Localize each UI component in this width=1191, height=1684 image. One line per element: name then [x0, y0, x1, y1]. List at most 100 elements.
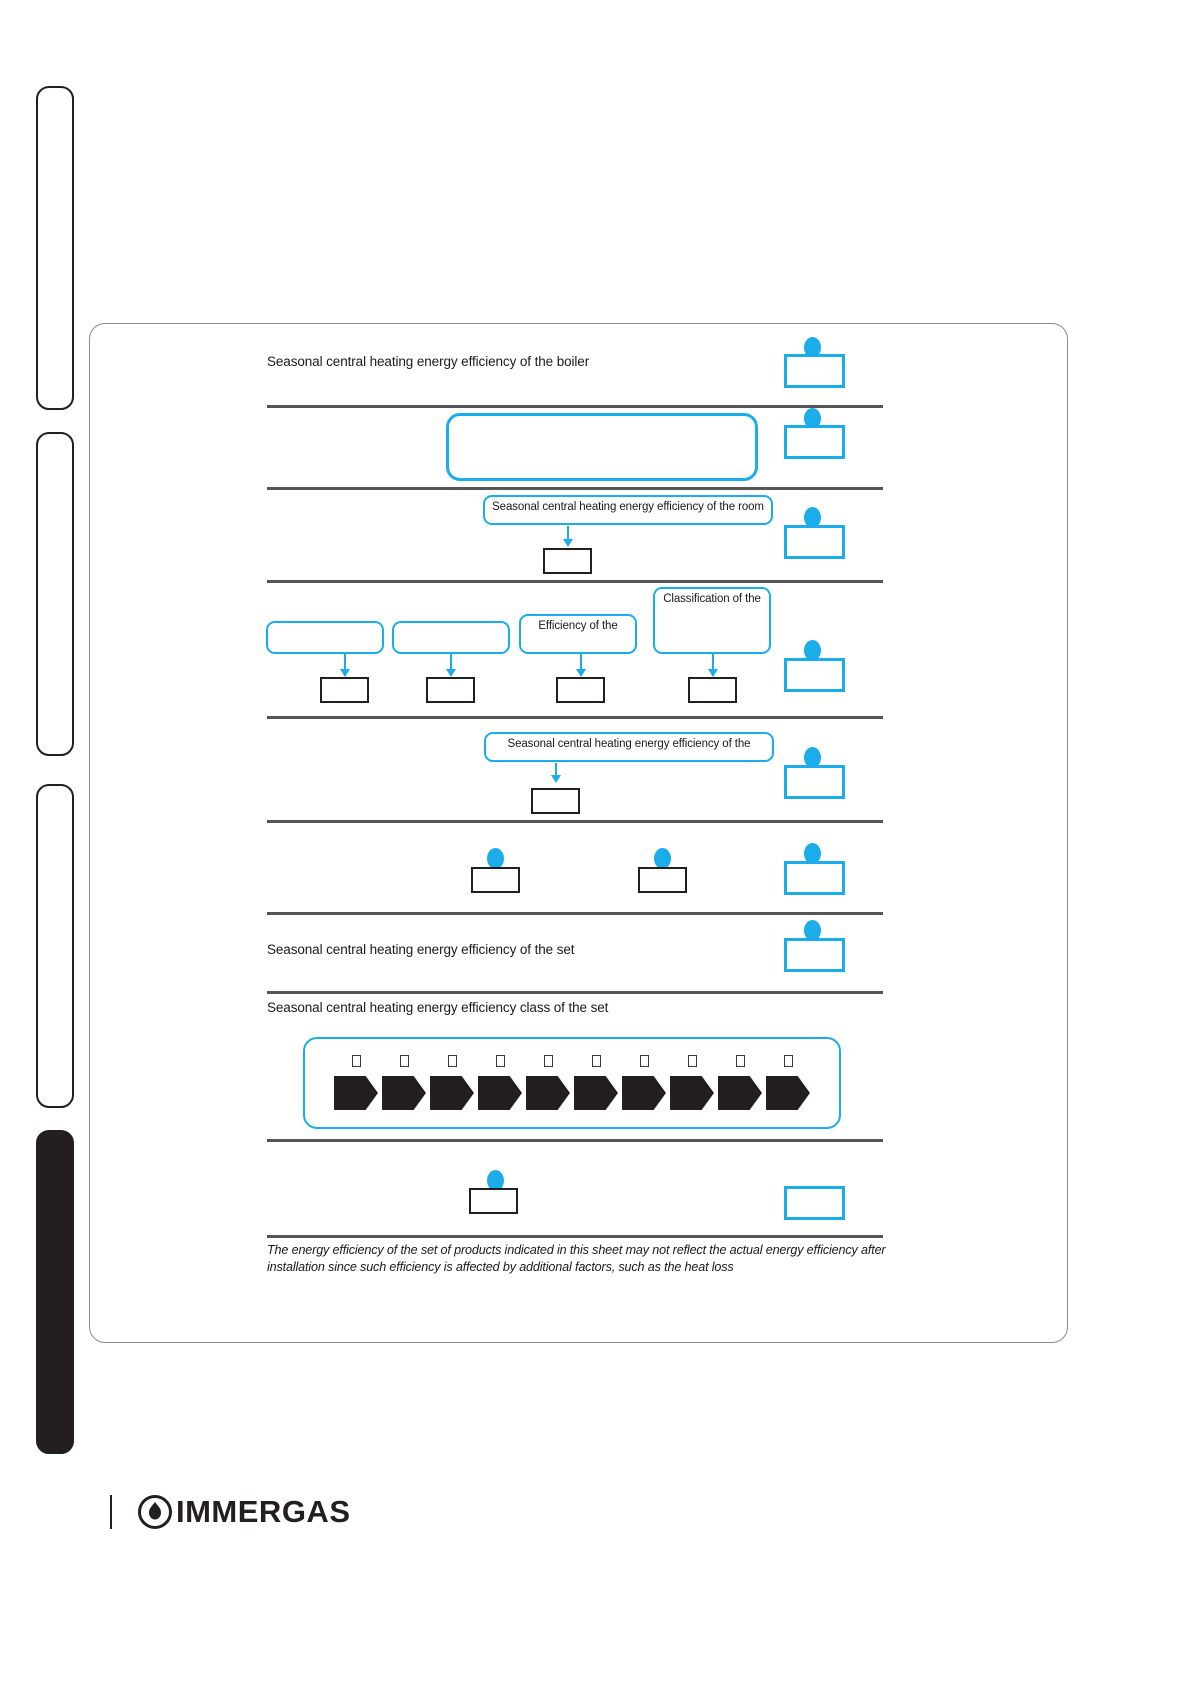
blue-dot-marker-row9 [487, 1170, 504, 1191]
connector-arrow-factor-2 [446, 654, 456, 677]
separator-rule-7 [267, 991, 883, 994]
energy-class-arrow-row [305, 1055, 839, 1110]
value-box-factor-1[interactable] [320, 677, 369, 703]
blue-dot-marker-row1 [804, 337, 821, 358]
blue-dot-marker-row4 [804, 640, 821, 661]
blue-dot-marker-row2 [804, 408, 821, 429]
energy-class-item[interactable] [380, 1055, 428, 1110]
footer-divider [110, 1495, 112, 1529]
energy-class-arrow-icon [478, 1076, 522, 1110]
energy-class-letter-placeholder-icon [783, 1055, 793, 1067]
callout-factor-4-classification[interactable]: Classification of the [653, 587, 771, 654]
separator-rule-5 [267, 820, 883, 823]
connector-arrow-factor-4 [708, 654, 718, 677]
connector-arrow-set [551, 763, 561, 783]
immergas-logo: IMMERGAS [138, 1494, 351, 1530]
energy-class-letter-placeholder-icon [735, 1055, 745, 1067]
value-box-blue-row2[interactable] [784, 425, 845, 459]
row-label-set-efficiency-class: Seasonal central heating energy efficien… [267, 1000, 609, 1015]
energy-class-arrow-icon [622, 1076, 666, 1110]
value-box-factor-3[interactable] [556, 677, 605, 703]
energy-class-item[interactable] [620, 1055, 668, 1110]
energy-class-letter-placeholder-icon [495, 1055, 505, 1067]
energy-class-letter-placeholder-icon [687, 1055, 697, 1067]
callout-set-seasonal-efficiency[interactable]: Seasonal central heating energy efficien… [484, 732, 774, 762]
blue-dot-marker-row5 [804, 747, 821, 768]
separator-rule-9 [267, 1235, 883, 1238]
value-box-factor-2[interactable] [426, 677, 475, 703]
immergas-wordmark: IMMERGAS [176, 1494, 351, 1529]
energy-class-item[interactable] [716, 1055, 764, 1110]
value-box-blue-row7[interactable] [784, 938, 845, 972]
energy-class-arrow-icon [718, 1076, 762, 1110]
row-label-boiler-seasonal-efficiency: Seasonal central heating energy efficien… [267, 354, 590, 369]
blue-dot-marker-row6-a [487, 848, 504, 869]
value-box-set-efficiency[interactable] [531, 788, 580, 814]
energy-class-item[interactable] [476, 1055, 524, 1110]
energy-class-item[interactable] [428, 1055, 476, 1110]
margin-tab-3 [36, 784, 74, 1108]
margin-tab-1 [36, 86, 74, 410]
separator-rule-3 [267, 580, 883, 583]
value-box-blue-row3[interactable] [784, 525, 845, 559]
separator-rule-1 [267, 405, 883, 408]
callout-set-seasonal-efficiency-text: Seasonal central heating energy efficien… [507, 738, 751, 750]
energy-class-letter-placeholder-icon [591, 1055, 601, 1067]
value-box-blue-row9[interactable] [784, 1186, 845, 1220]
row-label-set-seasonal-efficiency: Seasonal central heating energy efficien… [267, 942, 575, 957]
energy-class-letter-placeholder-icon [351, 1055, 361, 1067]
energy-class-arrow-icon [430, 1076, 474, 1110]
energy-label-sheet-panel: Seasonal central heating energy efficien… [89, 323, 1068, 1343]
energy-class-arrow-icon [382, 1076, 426, 1110]
blue-dot-marker-row3 [804, 507, 821, 528]
energy-class-letter-placeholder-icon [543, 1055, 553, 1067]
callout-room-seasonal-efficiency[interactable]: Seasonal central heating energy efficien… [483, 495, 773, 525]
callout-factor-3-efficiency[interactable]: Efficiency of the [519, 614, 637, 654]
energy-class-arrow-icon [334, 1076, 378, 1110]
energy-class-strip[interactable] [303, 1037, 841, 1129]
blue-dot-marker-row6-b [654, 848, 671, 869]
value-box-room-efficiency[interactable] [543, 548, 592, 574]
value-box-factor-4[interactable] [688, 677, 737, 703]
margin-tab-2 [36, 432, 74, 756]
energy-class-item[interactable] [524, 1055, 572, 1110]
margin-tab-4-active [36, 1130, 74, 1454]
value-box-blue-row1[interactable] [784, 354, 845, 388]
page-footer: IMMERGAS [110, 1494, 351, 1530]
energy-class-arrow-icon [670, 1076, 714, 1110]
value-box-row6-b[interactable] [638, 867, 687, 893]
separator-rule-4 [267, 716, 883, 719]
callout-factor-3-text: Efficiency of the [538, 620, 618, 632]
separator-rule-6 [267, 912, 883, 915]
energy-class-arrow-icon [526, 1076, 570, 1110]
value-box-blue-row5[interactable] [784, 765, 845, 799]
separator-rule-2 [267, 487, 883, 490]
energy-class-item[interactable] [764, 1055, 812, 1110]
energy-class-letter-placeholder-icon [447, 1055, 457, 1067]
blue-dot-marker-row7 [804, 920, 821, 941]
separator-rule-8 [267, 1139, 883, 1142]
callout-factor-2[interactable] [392, 621, 510, 654]
energy-class-item[interactable] [668, 1055, 716, 1110]
energy-class-letter-placeholder-icon [639, 1055, 649, 1067]
blue-dot-marker-row6-c [804, 843, 821, 864]
value-box-row9[interactable] [469, 1188, 518, 1214]
callout-factor-1[interactable] [266, 621, 384, 654]
connector-arrow-room [563, 526, 573, 547]
connector-arrow-factor-1 [340, 654, 350, 677]
sheet-footnote: The energy efficiency of the set of prod… [267, 1243, 886, 1274]
value-box-row6-a[interactable] [471, 867, 520, 893]
energy-class-item[interactable] [572, 1055, 620, 1110]
flame-shield-icon [138, 1495, 172, 1529]
value-box-blue-row4[interactable] [784, 658, 845, 692]
sheet-canvas: Seasonal central heating energy efficien… [90, 324, 1067, 1342]
energy-class-arrow-icon [766, 1076, 810, 1110]
callout-room-seasonal-efficiency-text: Seasonal central heating energy efficien… [492, 501, 764, 513]
energy-class-letter-placeholder-icon [399, 1055, 409, 1067]
energy-class-arrow-icon [574, 1076, 618, 1110]
value-box-blue-row6[interactable] [784, 861, 845, 895]
connector-arrow-factor-3 [576, 654, 586, 677]
callout-factor-4-text: Classification of the [663, 593, 761, 605]
callout-empty-large[interactable] [446, 413, 758, 481]
energy-class-item[interactable] [332, 1055, 380, 1110]
